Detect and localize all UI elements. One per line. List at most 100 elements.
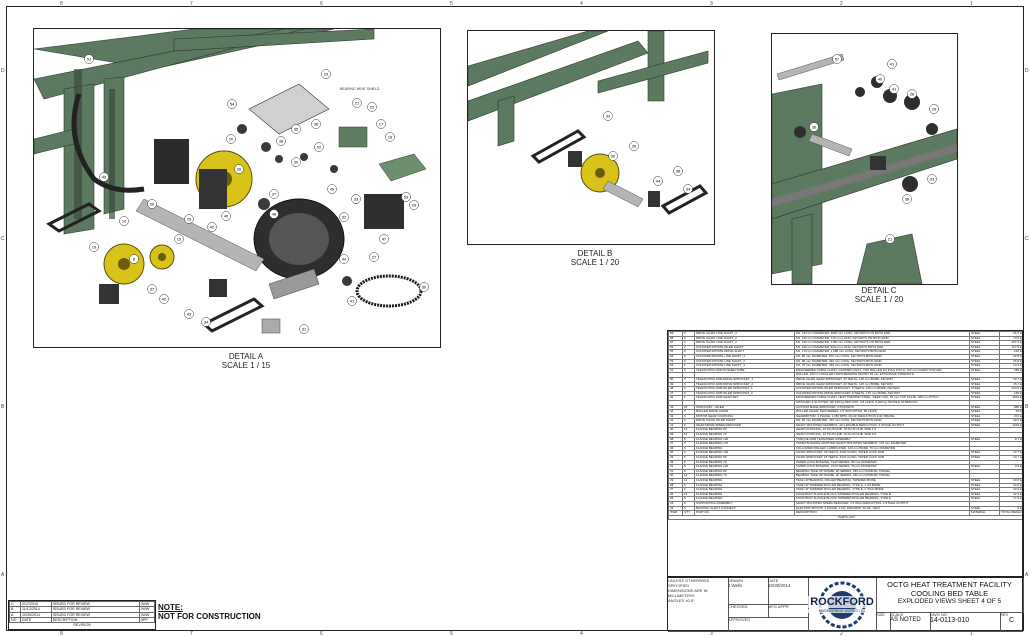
- callout-balloon: [401, 192, 411, 202]
- revision-cell: JWW: [138, 606, 156, 613]
- callout-balloon: [629, 141, 639, 151]
- size-cell: SIZE: [876, 612, 891, 632]
- zone-label-top: 4: [580, 1, 583, 7]
- revision-cell: JWW: [138, 611, 156, 618]
- callout-number: 41: [890, 62, 895, 67]
- callout-balloon: [84, 54, 94, 64]
- callout-number: 33: [930, 177, 935, 182]
- heat-shield-label: BEARING HEAT SHIELD: [340, 87, 380, 91]
- drawn-value: J.Wells: [728, 583, 743, 588]
- callout-number: 26: [237, 167, 242, 172]
- project-title: OCTG HEAT TREATMENT FACILITY: [887, 580, 1012, 589]
- callout-balloon: [419, 282, 429, 292]
- checked-label: CHECKED: [728, 604, 748, 609]
- callout-number: 29: [932, 107, 937, 112]
- callout-number: 26: [632, 144, 637, 149]
- callout-balloon: [221, 211, 231, 221]
- detail-b-title: DETAIL B: [577, 249, 613, 258]
- callout-number: 15: [177, 237, 182, 242]
- callout-number: 38: [279, 139, 284, 144]
- callout-balloon: [234, 164, 244, 174]
- title-block: UNLESS OTHERWISE SPECIFIED DIMENSIONS AR…: [667, 577, 1024, 632]
- callout-balloon: [299, 324, 309, 334]
- detail-a-caption: DETAIL A SCALE 1 / 15: [196, 352, 296, 370]
- drawn-label: DRAWN: [728, 578, 743, 583]
- callout-balloon: [184, 309, 194, 319]
- detail-a-scale: SCALE 1 / 15: [221, 361, 271, 370]
- callout-number: 29: [412, 203, 417, 208]
- scale-cell: SCALE AS NOTED: [890, 612, 931, 632]
- tolerance-cell: UNLESS OTHERWISE SPECIFIED DIMENSIONS AR…: [668, 578, 729, 632]
- drawn-cell: DRAWN J.Wells: [728, 578, 769, 605]
- callout-number: 43: [187, 312, 192, 317]
- callout-number: 48: [272, 212, 277, 217]
- zone-label-top: 6: [320, 1, 323, 7]
- zone-label-right: B: [1025, 404, 1029, 410]
- callout-number: 38: [905, 197, 910, 202]
- callout-number: 36: [812, 125, 817, 130]
- callout-balloon: [269, 189, 279, 199]
- callout-balloon: [673, 166, 683, 176]
- zone-label-bottom: 8: [60, 631, 63, 637]
- date-label: DATE: [768, 578, 779, 583]
- callout-number: 31: [302, 327, 307, 332]
- callout-number: 22: [370, 105, 375, 110]
- callout-balloon: [889, 84, 899, 94]
- rev-label: REV: [1000, 612, 1009, 617]
- callout-number: 21: [888, 237, 893, 242]
- callout-balloon: [832, 54, 842, 64]
- zone-label-bottom: 1: [970, 631, 973, 637]
- callout-number: 49: [102, 175, 107, 180]
- date-value: 10/30/2014: [768, 583, 791, 588]
- parts-list-title: PARTS LIST: [668, 514, 1022, 521]
- zone-label-right: A: [1025, 572, 1029, 578]
- callout-number: 45: [330, 187, 335, 192]
- callout-number: 23: [324, 72, 329, 77]
- callout-number: 35: [294, 127, 299, 132]
- revision-cell: DESCRIPTION: [50, 616, 140, 624]
- callout-number: 51: [87, 57, 92, 62]
- callout-number: 47: [382, 237, 387, 242]
- detail-a-title: DETAIL A: [228, 352, 264, 361]
- callout-balloon: [902, 194, 912, 204]
- mfg-label: MFG APPR: [768, 604, 789, 609]
- callout-number: 25: [187, 217, 192, 222]
- callout-balloon: [314, 142, 324, 152]
- callout-balloon: [608, 151, 618, 161]
- callout-number: 44: [342, 257, 347, 262]
- angles-text: ANGLES ±0.5°: [668, 598, 695, 603]
- callout-number: 44: [656, 179, 661, 184]
- date-cell: DATE 10/30/2014: [768, 578, 809, 605]
- callout-balloon: [929, 104, 939, 114]
- callout-number: 40: [878, 77, 883, 82]
- callout-number: 21: [355, 101, 360, 106]
- zone-label-top: 8: [60, 1, 63, 7]
- callout-number: 36: [314, 122, 319, 127]
- zone-label-top: 3: [710, 1, 713, 7]
- callout-number: 27: [372, 255, 377, 260]
- zone-label-top: 1: [970, 1, 973, 7]
- zone-label-left: D: [1, 68, 5, 74]
- callout-number: 33: [354, 197, 359, 202]
- callout-balloon: [887, 59, 897, 69]
- approved-label: APPROVED: [728, 617, 751, 622]
- zone-label-left: B: [1, 404, 5, 410]
- logo-cell: ROCKFORD ENGINEERING WORKS LTD: [808, 578, 877, 632]
- rev-value: C: [1008, 617, 1015, 624]
- callout-balloon: [385, 132, 395, 142]
- callout-number: 53: [404, 195, 409, 200]
- scale-label: SCALE: [890, 612, 904, 617]
- callout-balloon: [907, 89, 917, 99]
- callout-number: 52: [317, 145, 322, 150]
- detail-a-callouts: 5123543621221716353852202639453340424832…: [84, 54, 429, 334]
- callout-balloon: [147, 199, 157, 209]
- yellow-sprocket-mid: [103, 243, 145, 285]
- callout-number: 42: [162, 297, 167, 302]
- mfg-cell: MFG APPR: [768, 604, 809, 618]
- zone-label-bottom: 4: [580, 631, 583, 637]
- callout-balloon: [269, 209, 279, 219]
